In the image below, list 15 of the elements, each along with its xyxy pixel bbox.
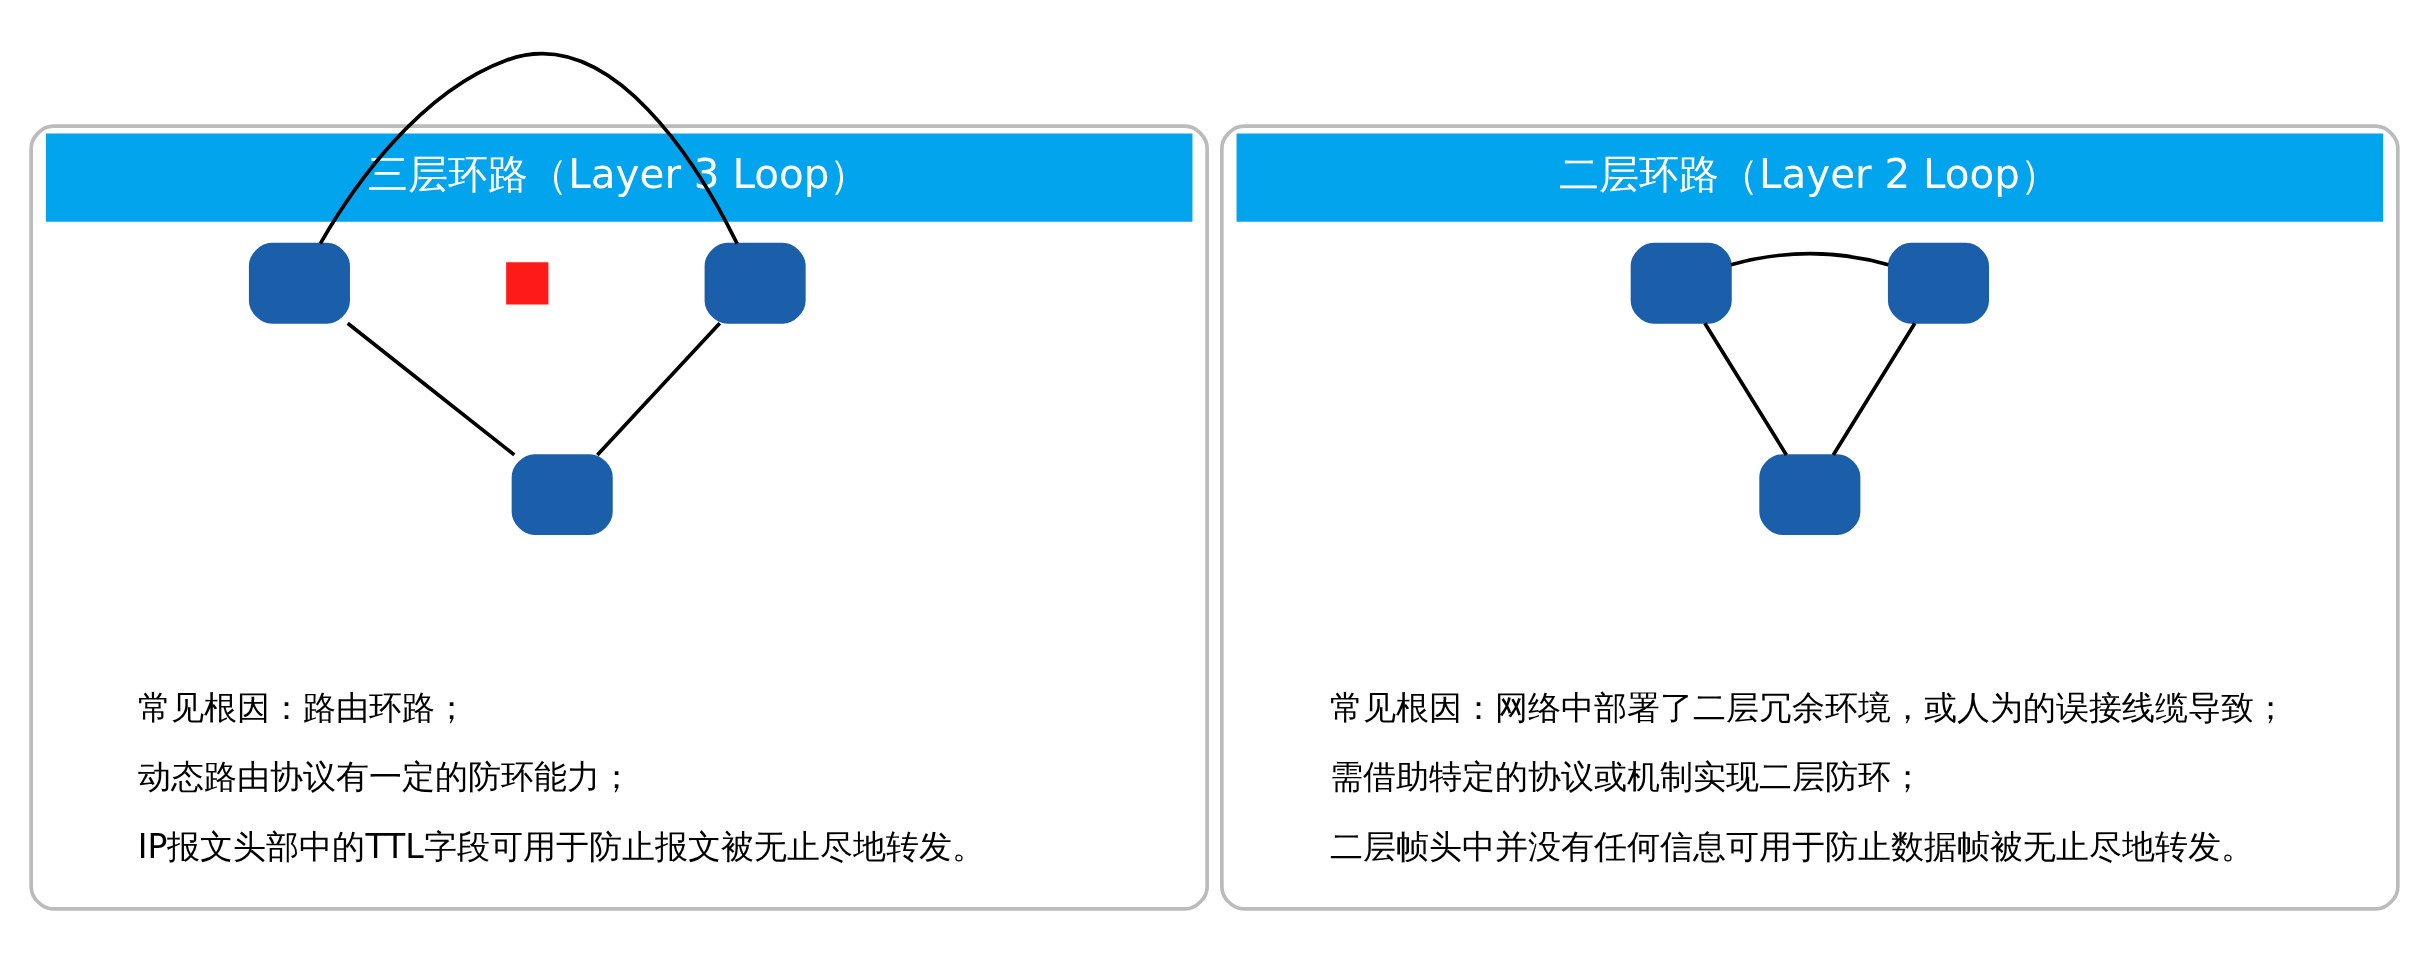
connector xyxy=(1831,322,1917,456)
cluster: 三层环路（Layer 3 Loop） 常见根因：路由环路； 动态路由协议有一定的防环能力； IP报文头部中的TTL字段可用于防止报文被无止尽地转发。 xyxy=(29,124,1209,911)
node-switch xyxy=(1887,242,1989,324)
connector xyxy=(318,52,739,245)
connector xyxy=(346,321,516,457)
node-switch xyxy=(1630,242,1732,324)
node-router xyxy=(511,454,613,536)
node-router xyxy=(248,242,350,324)
connector xyxy=(596,321,722,457)
cluster: 二层环路（Layer 2 Loop） 常见根因：网络中部署了二层冗余环境，或人为的误接线缆导致； 需借助特定的协议或机制实现二层防环； 二层帧头中并没有任何信息可用于防止数据帧被无止尽地转发。 xyxy=(1220,124,2400,911)
node-cross xyxy=(506,262,549,305)
connector xyxy=(1730,251,1889,267)
node-switch xyxy=(1759,454,1861,536)
connector xyxy=(1703,322,1788,456)
node-router xyxy=(704,242,806,324)
